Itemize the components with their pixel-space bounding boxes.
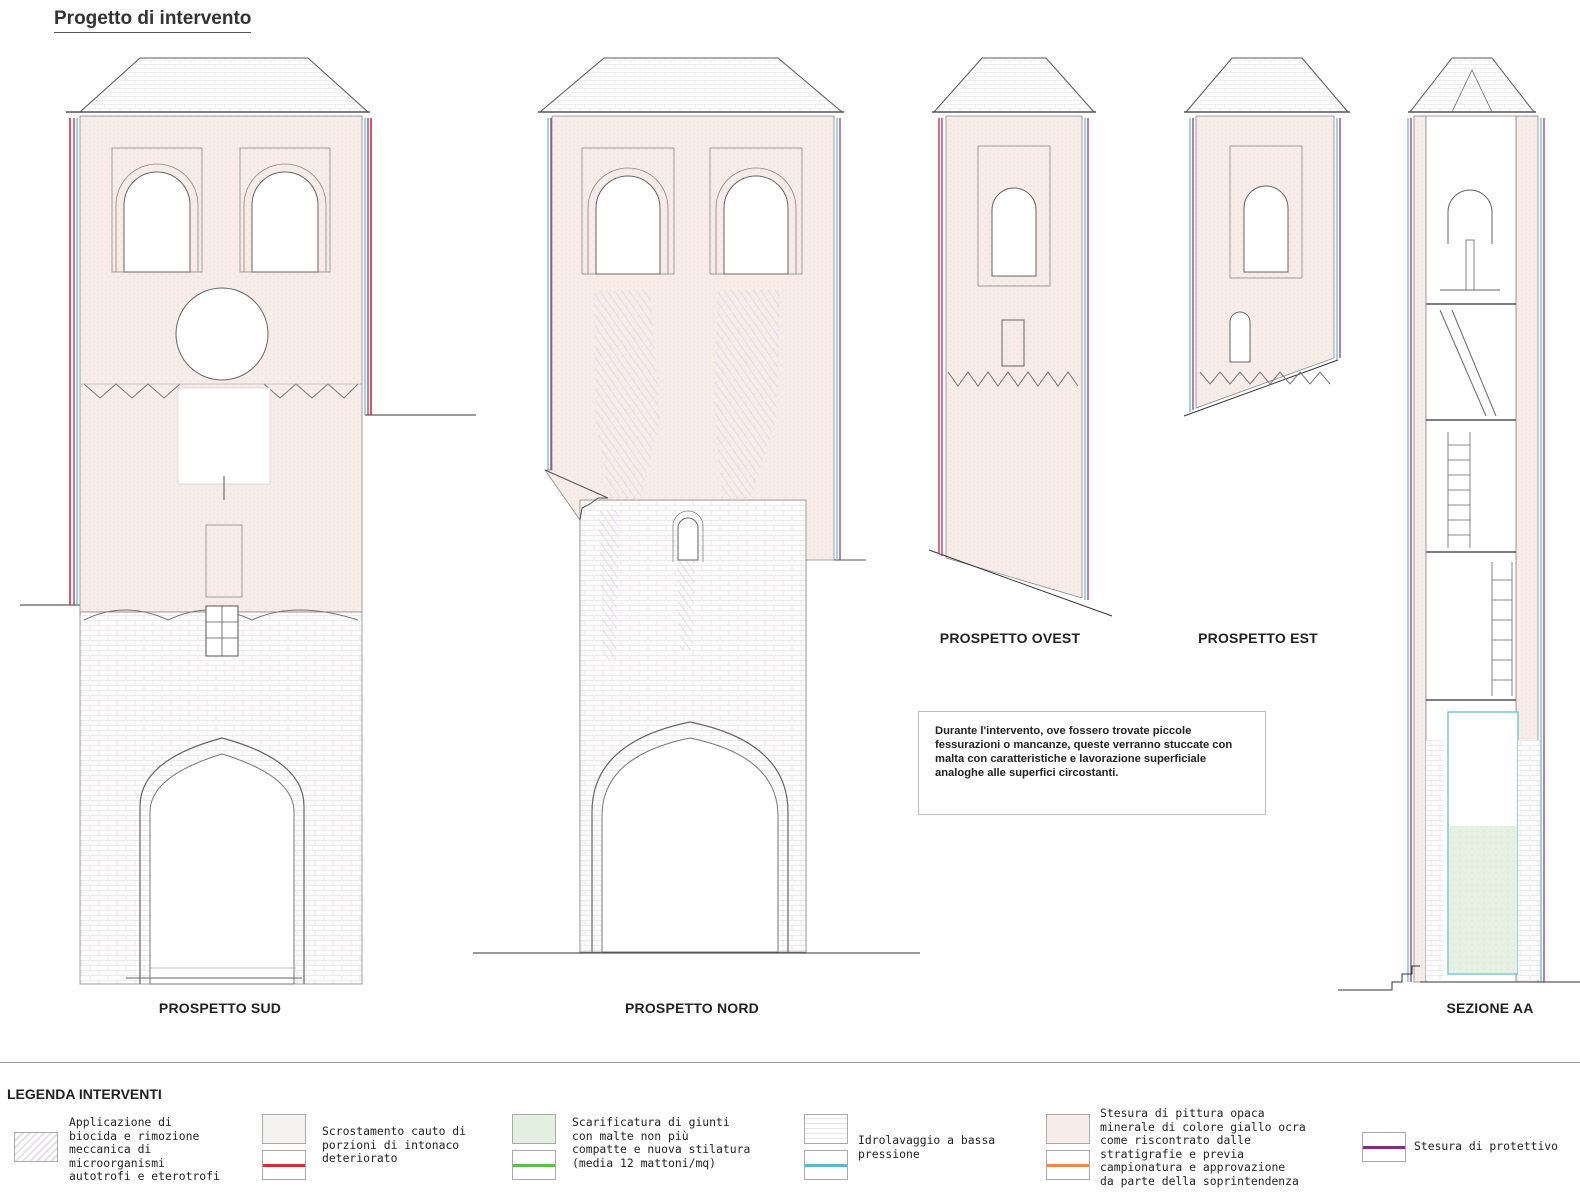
label-prospetto-est: PROSPETTO EST (1198, 630, 1318, 646)
legend-text-biocida: Applicazione di biocida e rimozione mecc… (69, 1115, 220, 1184)
legend-swatch-scarificatura (512, 1114, 556, 1144)
legend-line-scarificatura (512, 1150, 556, 1180)
legend-line-pittura (1046, 1150, 1090, 1180)
legend-swatch-pittura (1046, 1114, 1090, 1144)
legend-text-protettivo: Stesura di protettivo (1414, 1139, 1559, 1153)
label-prospetto-ovest: PROSPETTO OVEST (939, 630, 1081, 646)
legend-line-idrolavaggio (804, 1150, 848, 1180)
legend-title: LEGENDA INTERVENTI (7, 1086, 162, 1102)
prospetto-sud-elevation (20, 57, 476, 985)
page-title: Progetto di intervento (54, 8, 252, 33)
sezione-aa-section (1338, 57, 1580, 991)
legend-line-protettivo (1362, 1132, 1406, 1162)
elevation-drawings (20, 57, 1580, 991)
legend-text-pittura: Stesura di pittura opaca minerale di col… (1100, 1106, 1306, 1188)
prospetto-est-elevation (1183, 57, 1350, 417)
legend-swatch-biocida (14, 1132, 58, 1162)
legend-swatch-scrostamento (262, 1114, 306, 1144)
legend-divider (0, 1062, 1580, 1063)
legend-swatch-idrolavaggio (804, 1114, 848, 1144)
label-prospetto-sud: PROSPETTO SUD (158, 1000, 282, 1016)
prospetto-nord-elevation (473, 57, 920, 954)
label-prospetto-nord: PROSPETTO NORD (624, 1000, 759, 1016)
legend-text-scrostamento: Scrostamento cauto di porzioni di intona… (322, 1124, 467, 1166)
intervention-note: Durante l'intervento, ove fossero trovat… (918, 711, 1266, 815)
label-sezione-aa: SEZIONE AA (1446, 1000, 1534, 1016)
legend-line-scrostamento (262, 1150, 306, 1180)
legend-text-idrolavaggio: Idrolavaggio a bassa pressione (858, 1133, 996, 1161)
prospetto-ovest-elevation (928, 57, 1113, 617)
legend-text-scarificatura: Scarificatura di giunti con malte non pi… (572, 1115, 751, 1170)
